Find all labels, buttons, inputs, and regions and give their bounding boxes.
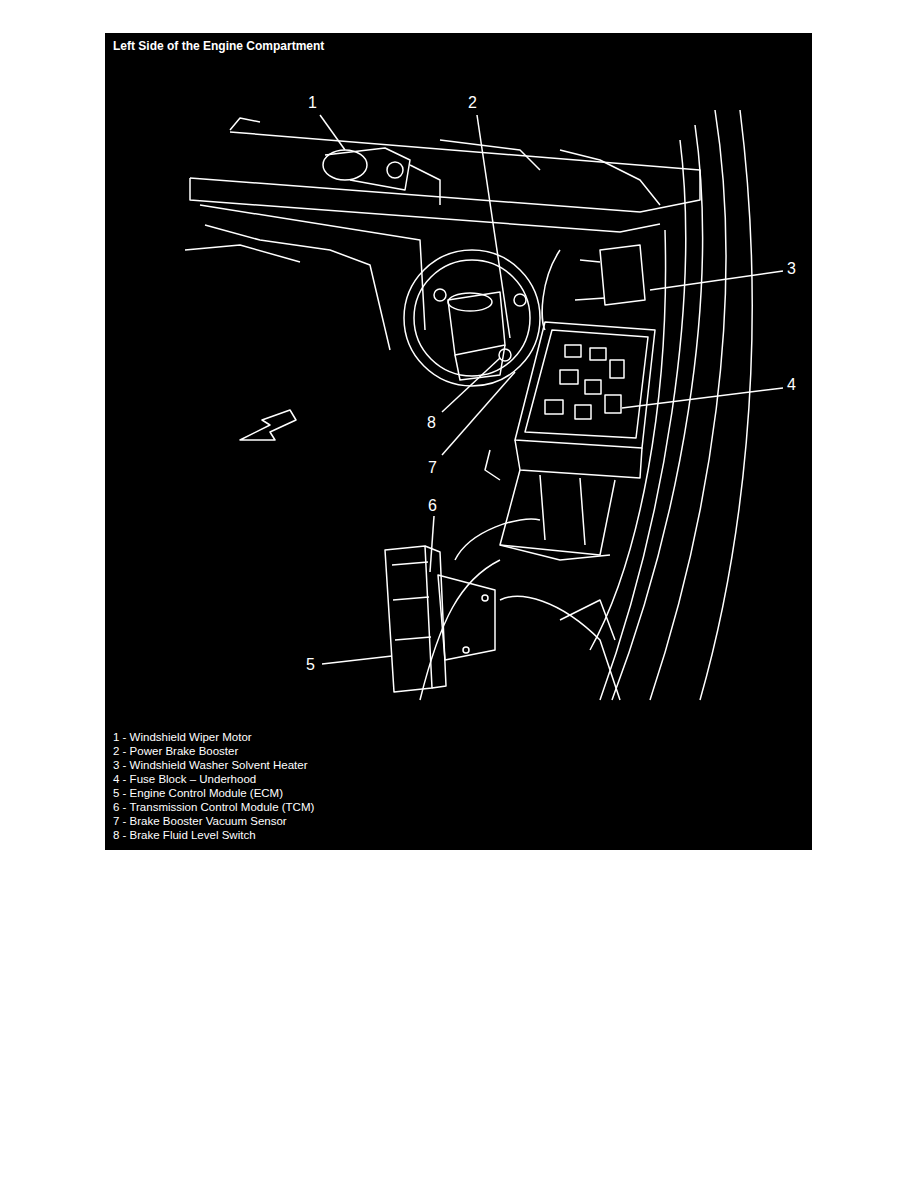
cowl-panel-part — [560, 150, 660, 205]
callout-number: 4 — [787, 376, 796, 394]
fuse-block-bracket-part — [485, 450, 500, 480]
leader-lines-part — [430, 516, 434, 572]
fuse-block-part — [585, 380, 601, 394]
fuse-block-part — [545, 400, 563, 414]
wiper-motor-part — [387, 162, 403, 178]
leader-lines — [320, 115, 783, 664]
cowl-panel-part — [185, 245, 300, 262]
callout-number: 7 — [428, 459, 437, 477]
fuse-block-part — [575, 405, 591, 419]
fender-edge-part — [700, 110, 752, 700]
solvent-heater-part — [542, 250, 560, 330]
legend-entry: 7 - Brake Booster Vacuum Sensor — [113, 815, 287, 828]
wiper-motor — [323, 148, 440, 205]
fender-edge-part — [650, 110, 726, 700]
cowl-panel-part — [190, 132, 700, 212]
legend-entry: 6 - Transmission Control Module (TCM) — [113, 801, 314, 814]
cowl-panel-part — [230, 118, 260, 130]
cowl-panel-part — [200, 205, 425, 330]
fender-edge-part — [590, 230, 666, 650]
tcm-bracket-part — [482, 595, 488, 601]
wheel-well-part — [455, 519, 540, 560]
fuse-block-part — [515, 322, 655, 448]
legend-entry: 8 - Brake Fluid Level Switch — [113, 829, 256, 842]
leader-lines-part — [442, 358, 500, 412]
wiper-motor-part — [325, 148, 410, 190]
fluid-reservoir-part — [499, 349, 511, 361]
callout-number: 8 — [427, 414, 436, 432]
engine-illustration-part — [185, 110, 783, 700]
callout-number: 1 — [308, 94, 317, 112]
solvent-heater — [542, 245, 645, 330]
tcm-bracket-part — [463, 647, 469, 653]
wheel-well — [420, 519, 620, 700]
legend-entry: 2 - Power Brake Booster — [113, 745, 238, 758]
wiper-motor-part — [410, 165, 440, 205]
leader-lines-part — [622, 388, 783, 408]
fluid-reservoir-part — [448, 293, 492, 311]
leader-lines-part — [477, 115, 510, 338]
fuse-block-part — [525, 330, 648, 438]
legend-entry: 1 - Windshield Wiper Motor — [113, 731, 252, 744]
callout-number: 3 — [787, 260, 796, 278]
black-panel — [105, 33, 812, 850]
fluid-reservoir-part — [455, 345, 505, 380]
fuse-block-part — [590, 348, 606, 360]
leader-lines-part — [650, 271, 783, 290]
wheel-well-part — [560, 600, 615, 640]
callout-number: 5 — [306, 656, 315, 674]
direction-arrow-part — [240, 410, 296, 440]
legend-entry: 3 - Windshield Washer Solvent Heater — [113, 759, 308, 772]
legend-entry: 5 - Engine Control Module (ECM) — [113, 787, 283, 800]
callout-number: 2 — [468, 94, 477, 112]
tcm-bracket-part — [438, 575, 495, 660]
fluid-reservoir — [448, 292, 511, 380]
cowl-panel-part — [440, 140, 540, 170]
brake-booster — [404, 250, 540, 386]
fluid-reservoir-part — [448, 292, 505, 355]
brake-booster-part — [434, 289, 446, 301]
direction-arrow — [240, 410, 296, 440]
legend-entry: 4 - Fuse Block – Underhood — [113, 773, 256, 786]
brake-booster-part — [414, 260, 530, 376]
cowl-panel-part — [205, 225, 390, 350]
fender-edge-part — [600, 140, 686, 700]
leader-lines-part — [442, 372, 515, 455]
wheel-well-part — [500, 596, 620, 700]
fuse-block — [515, 322, 655, 448]
callout-number: 6 — [428, 497, 437, 515]
fuse-block-bracket-part — [540, 475, 585, 545]
brake-booster-part — [514, 294, 526, 306]
fuse-block-bracket-part — [500, 545, 610, 560]
fuse-block-part — [610, 360, 624, 378]
tcm-bracket — [438, 575, 495, 660]
fuse-block-part — [560, 370, 578, 384]
panel-title: Left Side of the Engine Compartment — [113, 40, 324, 53]
cowl-panel — [185, 118, 700, 350]
solvent-heater-part — [575, 260, 605, 300]
ecm-module — [385, 546, 446, 692]
fuse-block-bracket-part — [500, 470, 615, 555]
fuse-block-part — [565, 345, 581, 357]
brake-booster-part — [404, 250, 540, 386]
fender-edge — [590, 110, 752, 700]
fuse-block-bracket-part — [515, 440, 642, 478]
ecm-module-part — [385, 546, 432, 692]
fuse-block-bracket — [485, 440, 642, 560]
fuse-block-part — [605, 395, 621, 413]
solvent-heater-part — [600, 245, 645, 305]
ecm-module-part — [392, 562, 431, 640]
cowl-panel-part — [190, 178, 660, 232]
leader-lines-part — [322, 656, 392, 664]
leader-lines-part — [320, 115, 345, 150]
ecm-module-part — [425, 546, 446, 688]
